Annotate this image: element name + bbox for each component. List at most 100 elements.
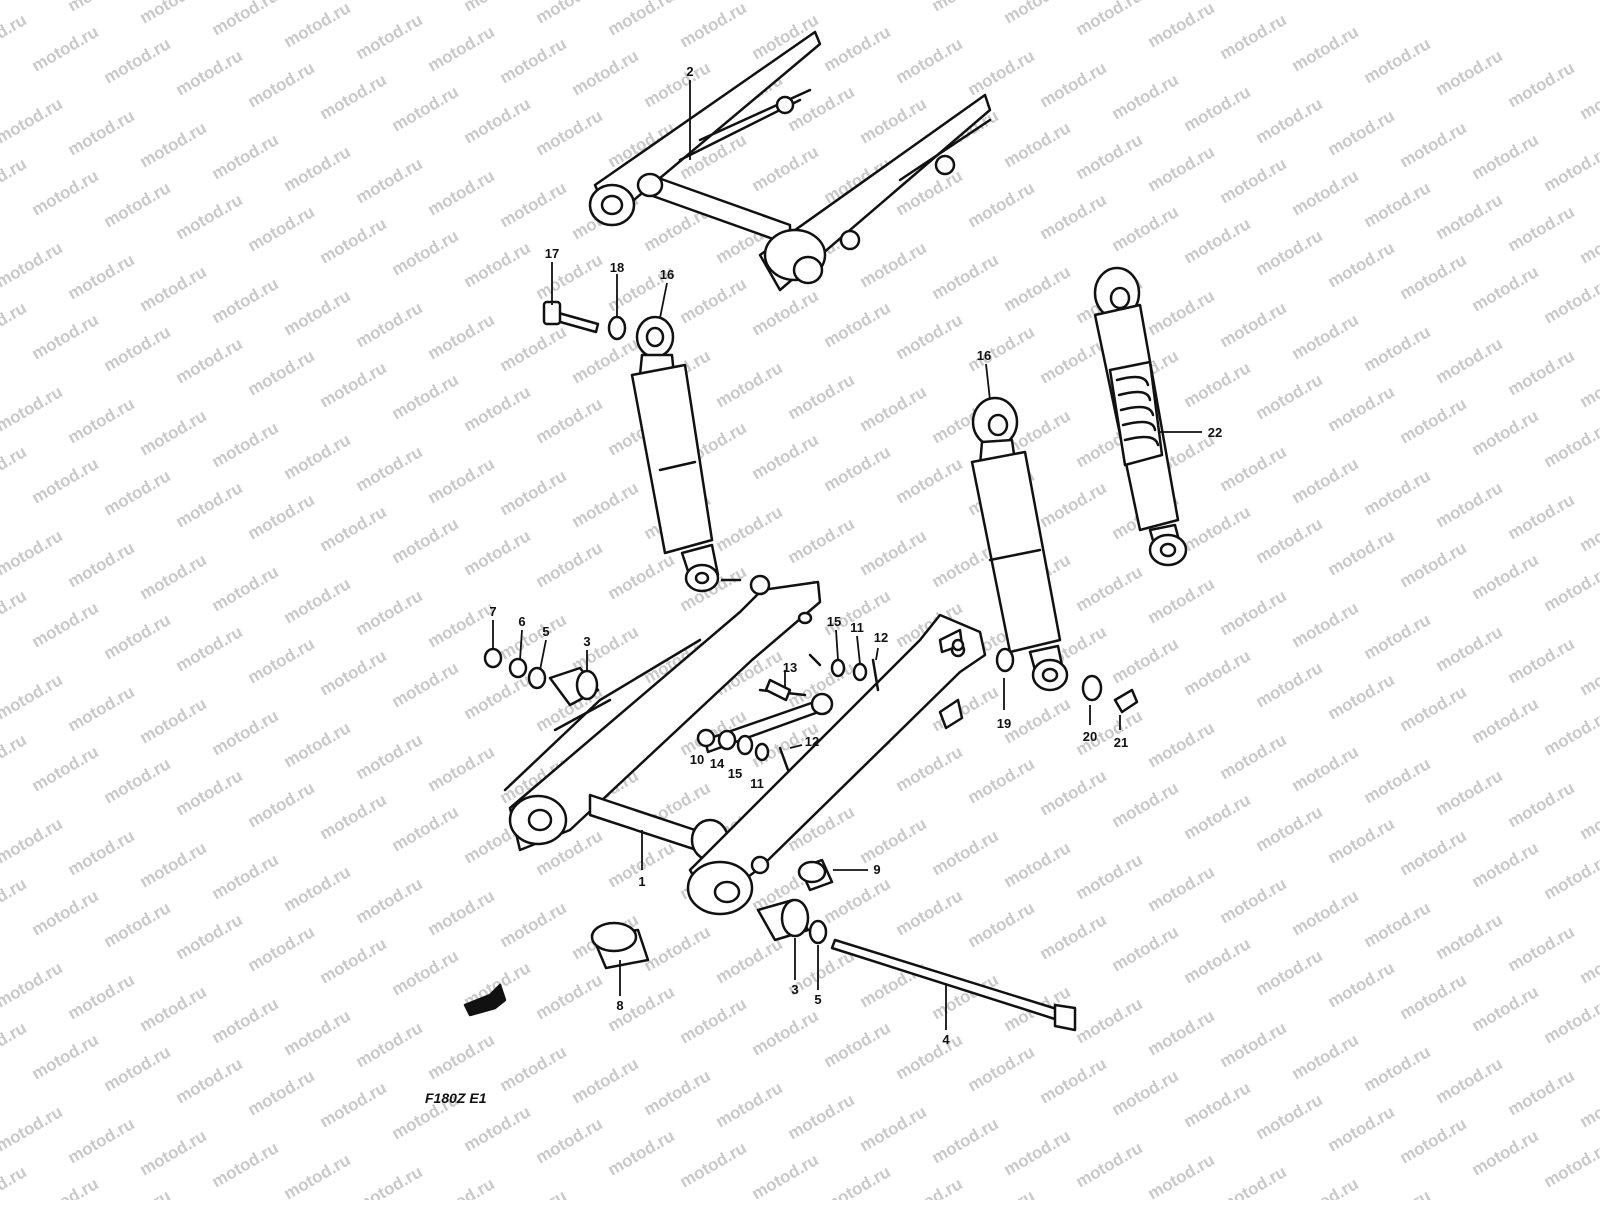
watermark-text: motod.ru [0, 0, 66, 3]
watermark-text: motod.ru [1325, 382, 1398, 435]
watermark-text: motod.ru [245, 778, 318, 831]
callout-21: 21 [1114, 735, 1128, 750]
watermark-text: motod.ru [785, 82, 858, 135]
callout-15-lower: 15 [728, 766, 742, 781]
watermark-text: motod.ru [0, 670, 66, 723]
callout-18: 18 [610, 260, 624, 275]
watermark-text: motod.ru [1469, 838, 1542, 891]
watermark-text: motod.ru [893, 454, 966, 507]
callout-19: 19 [997, 716, 1011, 731]
watermark-text: motod.ru [1037, 478, 1110, 531]
watermark-text: motod.ru [29, 1174, 102, 1200]
watermark-text: motod.ru [1289, 1030, 1362, 1083]
watermark-text: motod.ru [1289, 1174, 1362, 1200]
watermark-text: motod.ru [821, 22, 894, 75]
watermark-text: motod.ru [353, 1162, 426, 1200]
watermark-text: motod.ru [245, 202, 318, 255]
watermark-text: motod.ru [389, 514, 462, 567]
watermark-text: motod.ru [1253, 370, 1326, 423]
watermark-text: motod.ru [209, 994, 282, 1047]
watermark-text: motod.ru [101, 610, 174, 663]
watermark-text: motod.ru [101, 754, 174, 807]
watermark-text: motod.ru [857, 238, 930, 291]
watermark-text: motod.ru [1361, 754, 1434, 807]
watermark-text: motod.ru [1397, 826, 1470, 879]
watermark-text: motod.ru [317, 1078, 390, 1131]
watermark-text: motod.ru [857, 1102, 930, 1155]
watermark-text: motod.ru [497, 610, 570, 663]
watermark-text: motod.ru [0, 238, 66, 291]
watermark-text: motod.ru [533, 0, 606, 27]
washer-6-drawing [510, 659, 526, 677]
watermark-text: motod.ru [245, 634, 318, 687]
watermark-text: motod.ru [137, 118, 210, 171]
watermark-text: motod.ru [209, 130, 282, 183]
watermark-text: motod.ru [1217, 730, 1290, 783]
watermark-text: motod.ru [713, 1078, 786, 1131]
watermark-text: motod.ru [857, 0, 930, 3]
watermark-text: motod.ru [317, 790, 390, 843]
callout-16-left: 16 [660, 267, 674, 282]
watermark-text: motod.ru [281, 0, 354, 51]
watermark-text: motod.ru [497, 898, 570, 951]
watermark-text: motod.ru [1217, 154, 1290, 207]
watermark-text: motod.ru [1037, 910, 1110, 963]
watermark-text: motod.ru [1289, 454, 1362, 507]
watermark-text: motod.ru [0, 526, 66, 579]
watermark-text: motod.ru [353, 730, 426, 783]
watermark-text: motod.ru [605, 1126, 678, 1179]
callout-5-bottom: 5 [814, 992, 821, 1007]
callout-11-lower: 11 [750, 776, 764, 791]
watermark-text: motod.ru [1325, 106, 1398, 159]
watermark-text: motod.ru [353, 586, 426, 639]
watermark-text: motod.ru [1505, 58, 1578, 111]
watermark-text: motod.ru [1217, 874, 1290, 927]
watermark-text: motod.ru [29, 22, 102, 75]
watermark-text: motod.ru [1361, 178, 1434, 231]
watermark-text: motod.ru [749, 430, 822, 483]
watermark-text: motod.ru [0, 814, 66, 867]
watermark-text: motod.ru [533, 106, 606, 159]
watermark-text: motod.ru [1541, 562, 1600, 615]
watermark-text: motod.ru [1577, 502, 1600, 555]
watermark-text: motod.ru [929, 250, 1002, 303]
watermark-text: motod.ru [1397, 538, 1470, 591]
watermark-text: motod.ru [65, 0, 138, 15]
watermark-text: motod.ru [497, 1042, 570, 1095]
watermark-text: motod.ru [1001, 1126, 1074, 1179]
watermark-text: motod.ru [0, 298, 30, 351]
watermark-text: motod.ru [1469, 130, 1542, 183]
watermark-text: motod.ru [353, 442, 426, 495]
watermark-text: motod.ru [209, 850, 282, 903]
watermark-text: motod.ru [461, 670, 534, 723]
watermark-text: motod.ru [1181, 214, 1254, 267]
watermark-text: motod.ru [1181, 790, 1254, 843]
watermark-text: motod.ru [1505, 202, 1578, 255]
watermark-text: motod.ru [1505, 1066, 1578, 1119]
washer-19-drawing [997, 649, 1013, 671]
watermark-text: motod.ru [677, 274, 750, 327]
watermark-text: motod.ru [1109, 1066, 1182, 1119]
callout-3-bottom: 3 [791, 982, 798, 997]
watermark-text: motod.ru [461, 1102, 534, 1155]
callout-22: 22 [1208, 425, 1222, 440]
callout-12-upper: 12 [874, 630, 888, 645]
watermark-text: motod.ru [893, 310, 966, 363]
watermark-text: motod.ru [101, 322, 174, 375]
watermark-text: motod.ru [281, 1150, 354, 1200]
watermark-text: motod.ru [137, 1126, 210, 1179]
watermark-text: motod.ru [965, 754, 1038, 807]
callout-10: 10 [690, 752, 704, 767]
watermark-text: motod.ru [1577, 358, 1600, 411]
watermark-text: motod.ru [893, 1174, 966, 1200]
watermark-text: motod.ru [1325, 1102, 1398, 1155]
watermark-text: motod.ru [1361, 34, 1434, 87]
watermark-text: motod.ru [569, 46, 642, 99]
watermark-text: motod.ru [1181, 934, 1254, 987]
watermark-text: motod.ru [749, 1150, 822, 1200]
watermark-text: motod.ru [1361, 466, 1434, 519]
watermark-text: motod.ru [965, 1042, 1038, 1095]
watermark-text: motod.ru [1289, 22, 1362, 75]
watermark-text: motod.ru [1433, 478, 1506, 531]
watermark-text: motod.ru [713, 502, 786, 555]
